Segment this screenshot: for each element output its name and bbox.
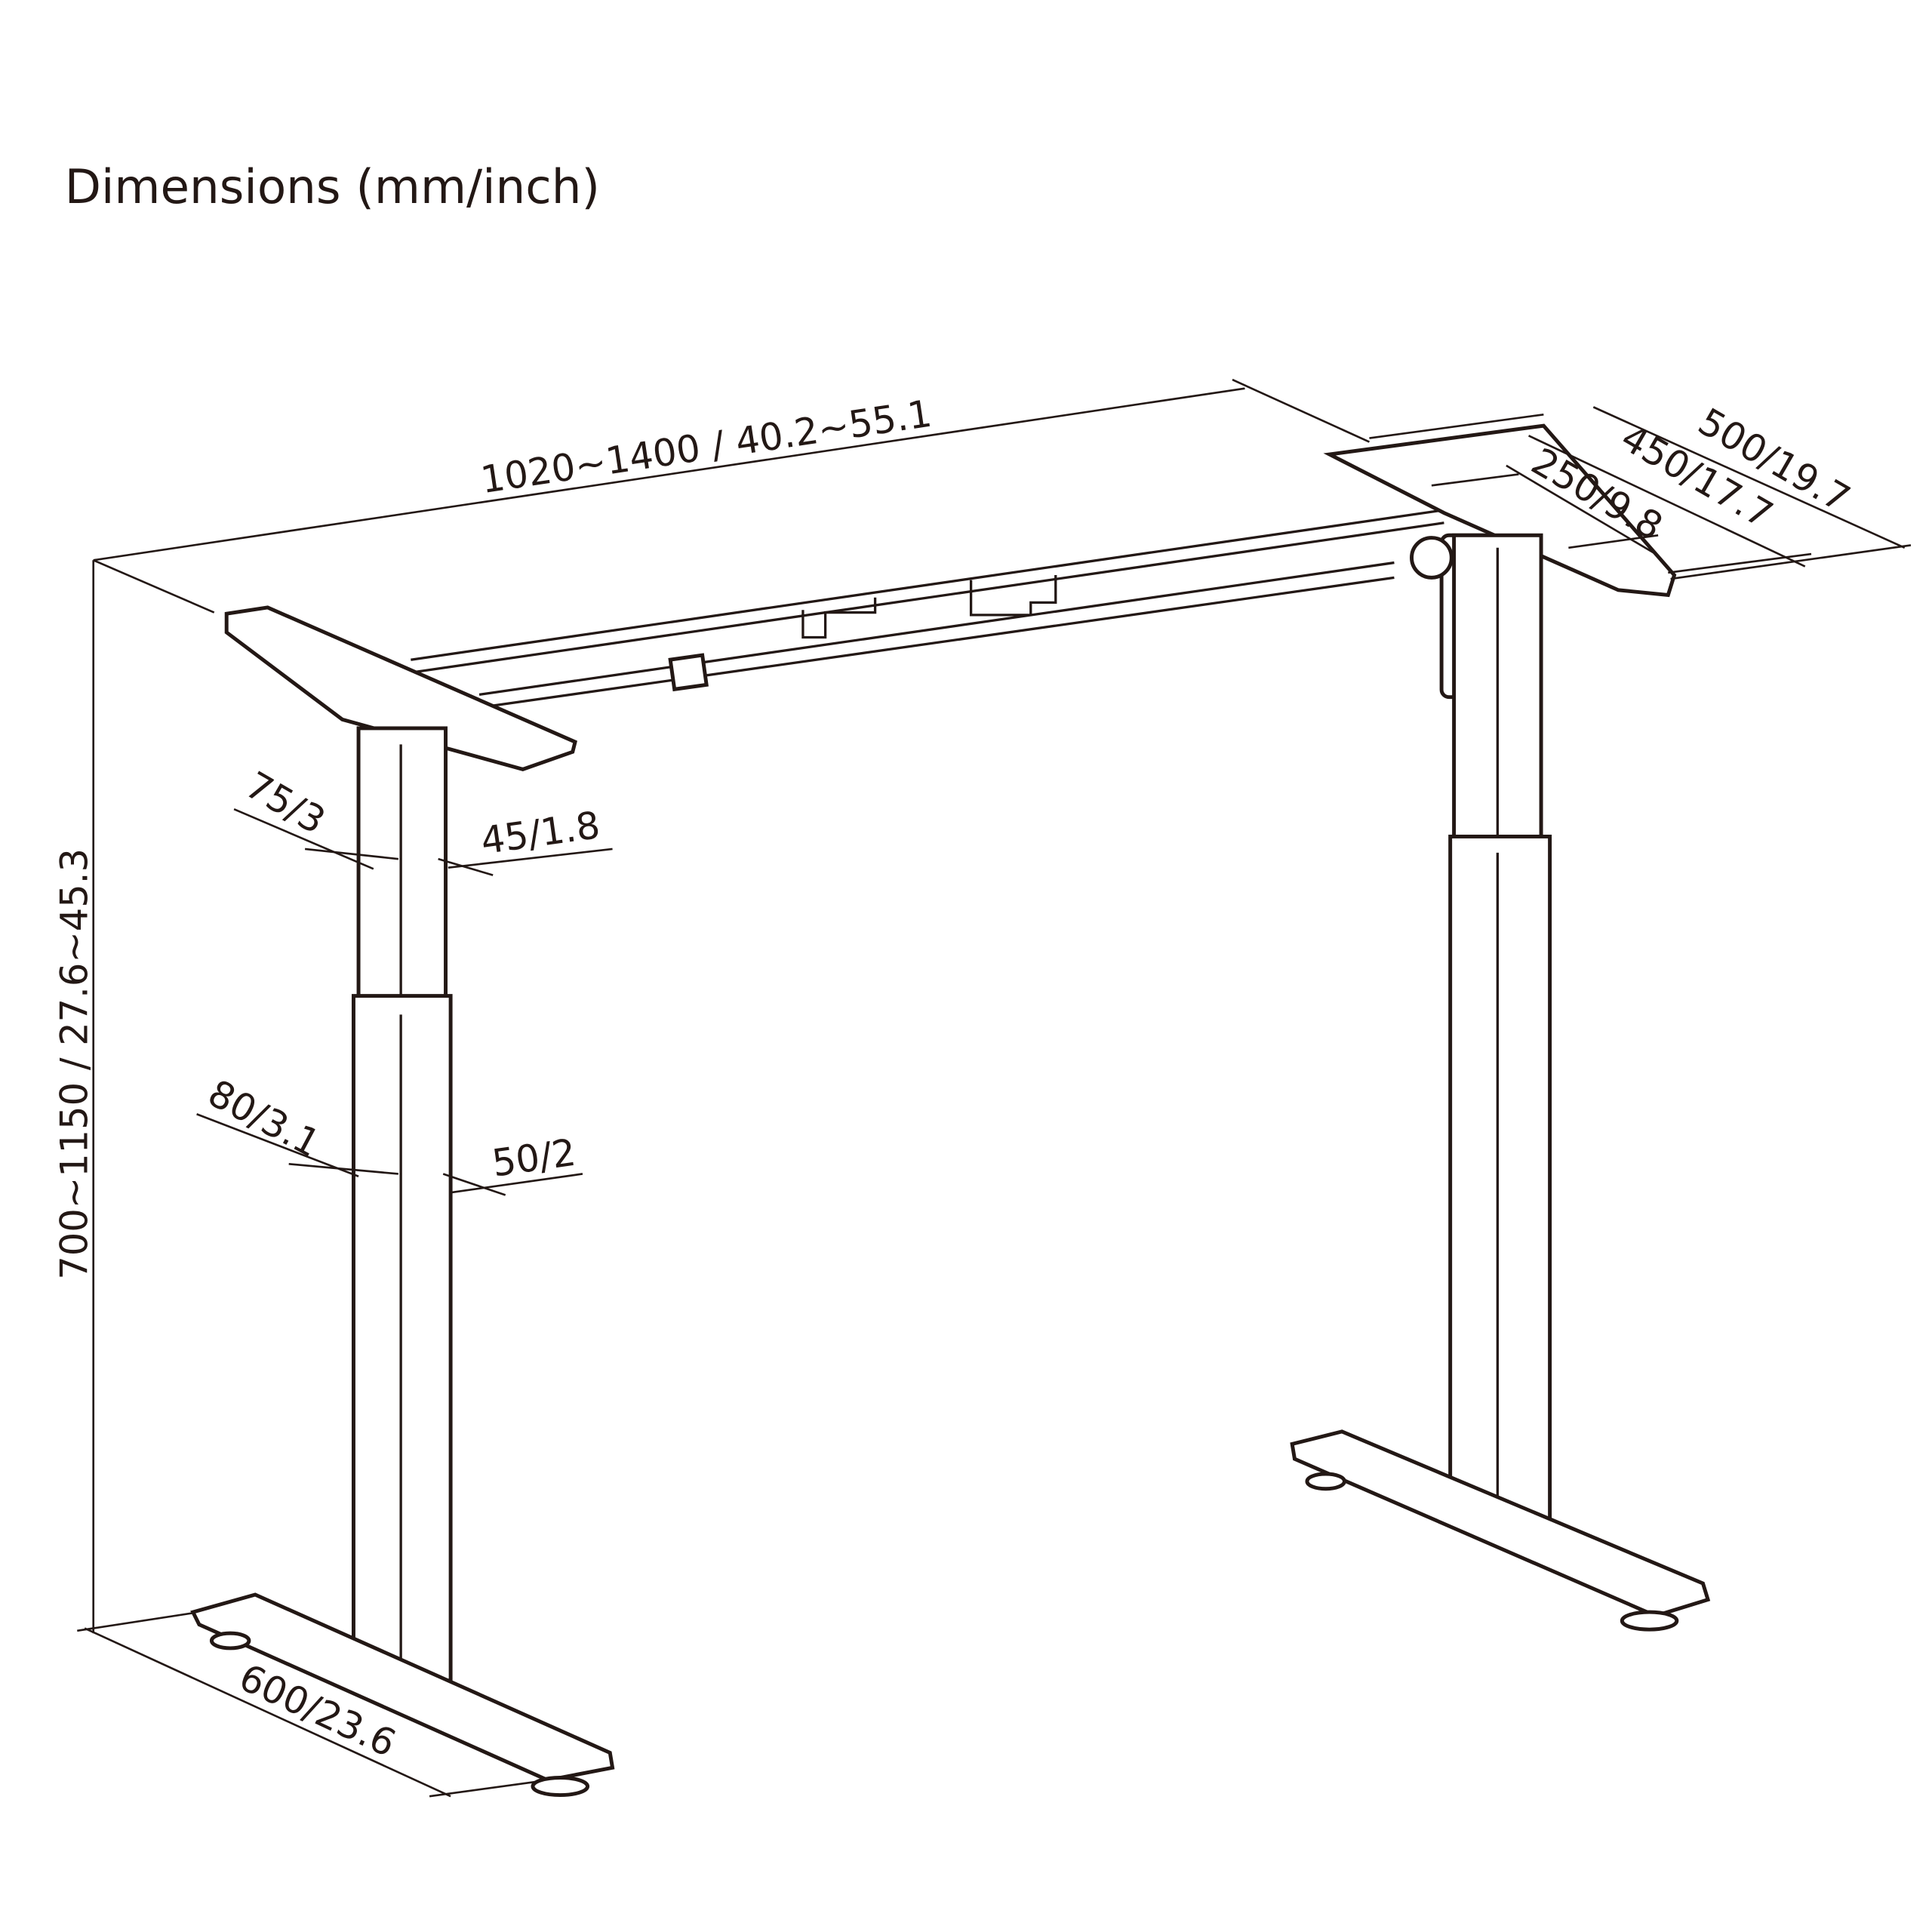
right-lower-column <box>1448 834 1552 1527</box>
height-dimension: 700~1150 / 27.6~45.3 <box>52 560 200 1634</box>
width-dimension: 1020~1400 / 40.2~55.1 <box>93 378 1370 614</box>
left-top-bracket <box>224 605 577 771</box>
height-label: 700~1150 / 27.6~45.3 <box>52 848 96 1280</box>
diagram-title: Dimensions (mm/inch) <box>65 159 600 214</box>
rod-coupler <box>668 653 709 692</box>
left-foot <box>190 1592 615 1783</box>
right-leg <box>1290 423 1711 1632</box>
right-foot <box>1290 1429 1711 1618</box>
upper-width-label: 45/1.8 <box>478 803 603 863</box>
width-label: 1020~1400 / 40.2~55.1 <box>478 392 934 503</box>
left-leg <box>190 605 615 1798</box>
lower-depth-label: 80/3.1 <box>202 1071 328 1166</box>
crossbar <box>411 509 1444 709</box>
right-top-bracket <box>1323 423 1677 598</box>
